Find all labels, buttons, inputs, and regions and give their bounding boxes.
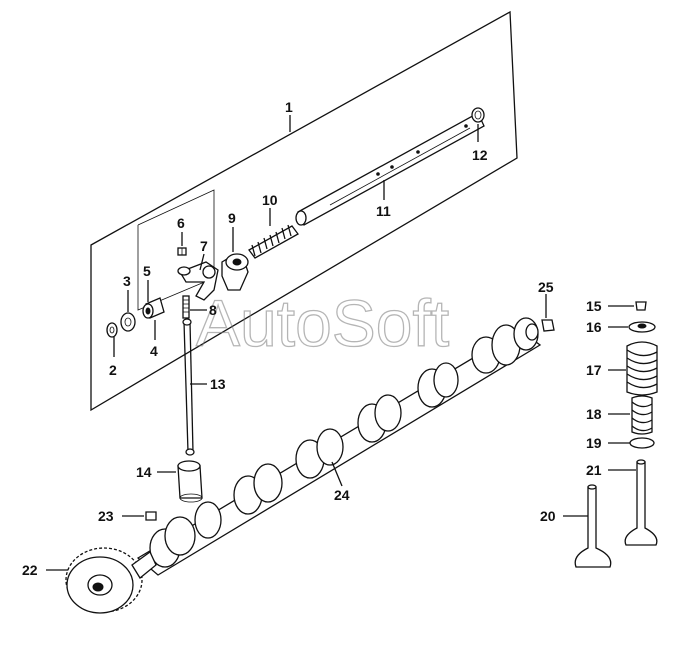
callout-11: 11	[376, 203, 391, 219]
callout-2: 2	[109, 362, 117, 378]
callout-23: 23	[98, 508, 114, 524]
thrust-washer	[120, 312, 136, 332]
callout-24: 24	[334, 487, 350, 503]
watermark: AutoSoft	[196, 286, 449, 360]
tappet	[177, 460, 203, 503]
callout-12: 12	[472, 147, 488, 163]
callout-7: 7	[200, 238, 208, 254]
adjusting-nut	[177, 247, 187, 256]
intake-valve	[574, 484, 612, 568]
callout-18: 18	[586, 406, 602, 422]
callout-17: 17	[586, 362, 602, 378]
callout-20: 20	[540, 508, 556, 524]
woodruff-key	[145, 511, 157, 521]
callout-6: 6	[177, 215, 185, 231]
shaft-end-plug	[471, 107, 485, 123]
camshaft	[136, 317, 542, 576]
circlip	[106, 322, 118, 338]
callout-5: 5	[143, 263, 151, 279]
rocker-arm	[177, 261, 219, 301]
callout-labels: 1 2 3 4 5 6 7 8 9 10 11 12 13 14 15 16 1…	[22, 99, 602, 578]
callout-22: 22	[22, 562, 38, 578]
callout-9: 9	[228, 210, 236, 226]
callout-13: 13	[210, 376, 226, 392]
adjusting-screw	[182, 295, 190, 319]
callout-1: 1	[285, 99, 293, 115]
exhaust-valve	[624, 459, 658, 546]
callout-14: 14	[136, 464, 152, 480]
callout-19: 19	[586, 435, 602, 451]
outer-valve-spring	[626, 341, 658, 396]
spring-seat-washer	[629, 437, 655, 449]
rocker-bush	[142, 297, 165, 319]
inner-valve-spring	[631, 395, 653, 435]
callout-25: 25	[538, 279, 554, 295]
callout-15: 15	[586, 298, 602, 314]
rocker-shaft	[295, 112, 485, 226]
callout-3: 3	[123, 273, 131, 289]
callout-16: 16	[586, 319, 602, 335]
rocker-support-bracket	[221, 253, 249, 291]
camshaft-timing-gear	[65, 547, 157, 614]
rocker-spacer-spring	[248, 224, 299, 259]
callout-4: 4	[150, 343, 158, 359]
callout-21: 21	[586, 462, 602, 478]
leader-lines	[46, 115, 636, 571]
callout-8: 8	[209, 302, 217, 318]
valve-cotter	[635, 301, 647, 311]
rocker-assembly-outline	[90, 10, 518, 412]
spring-retainer	[628, 321, 656, 333]
push-rod	[182, 318, 195, 456]
callout-10: 10	[262, 192, 278, 208]
camshaft-end-bolt	[541, 319, 555, 332]
